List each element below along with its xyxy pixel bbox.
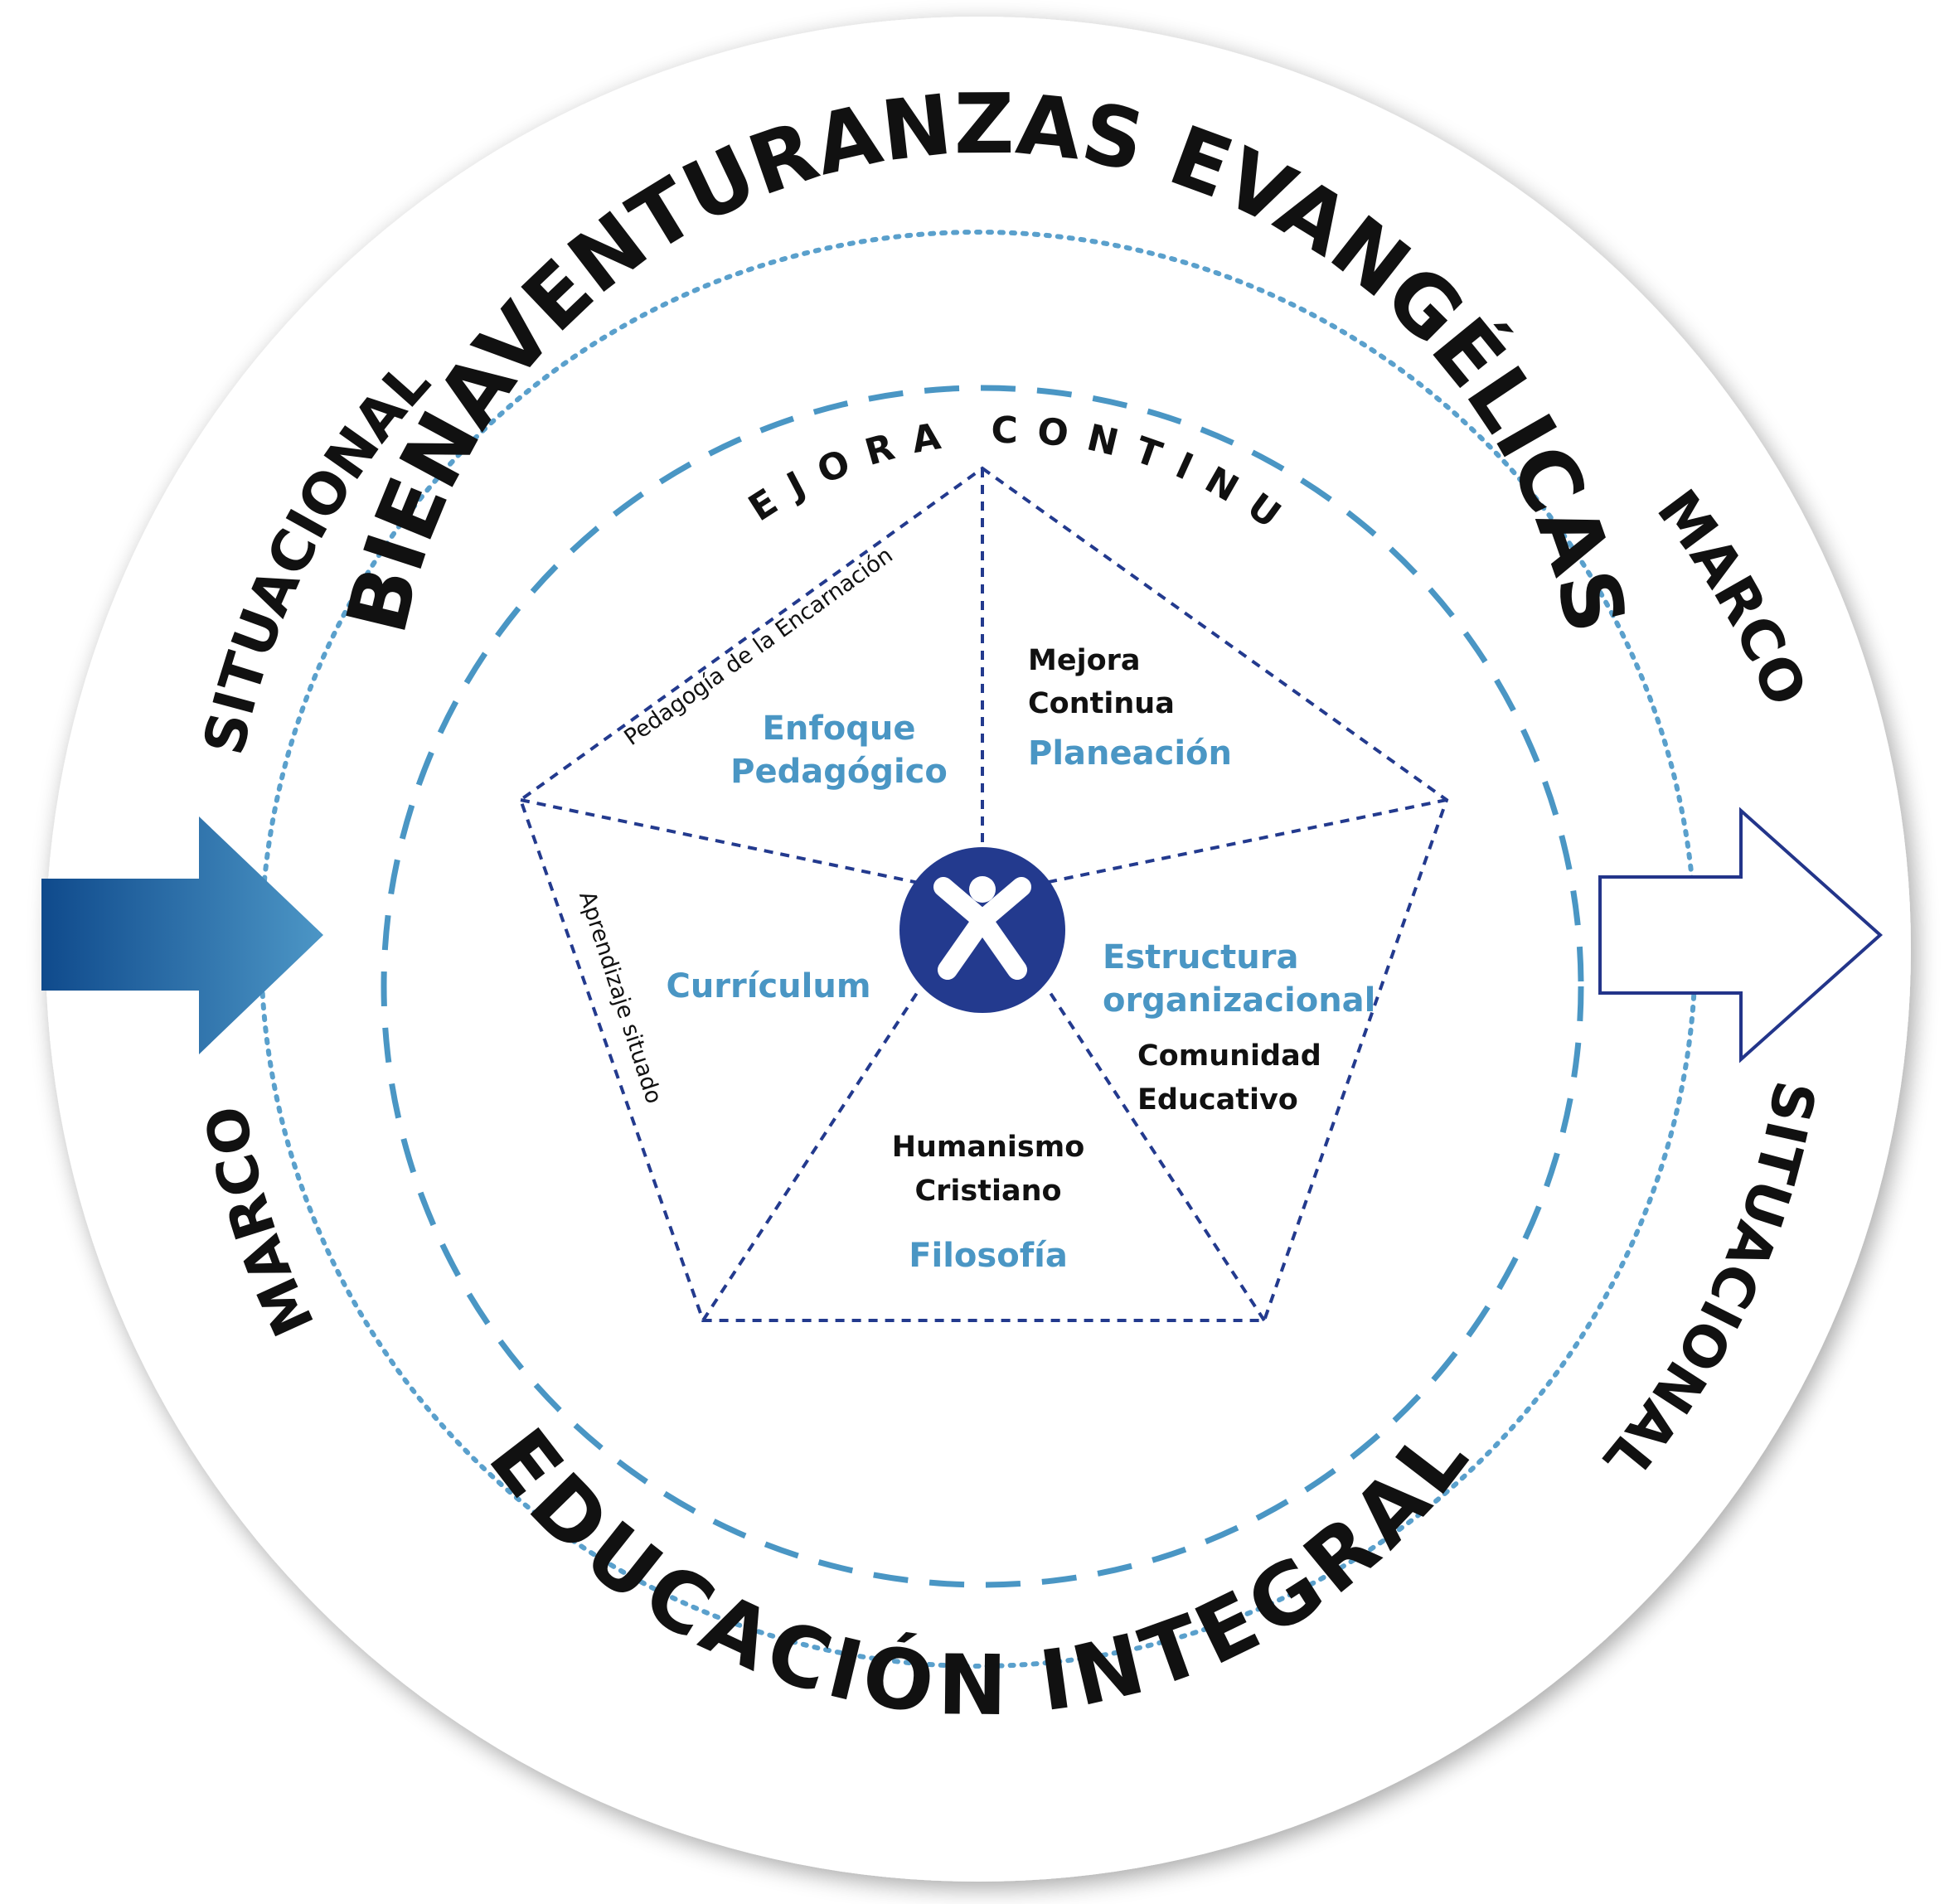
dashed-ring bbox=[381, 385, 1584, 1588]
pentagon bbox=[518, 466, 1449, 1322]
filosofia-title: Filosofía bbox=[909, 1237, 1068, 1275]
enfoque-title-2: Pedagógico bbox=[730, 753, 948, 791]
estructura-title-2: organizacional bbox=[1103, 981, 1375, 1020]
enfoque-title-1: Enfoque bbox=[763, 710, 916, 748]
planeacion-sub-2: Continua bbox=[1028, 687, 1175, 720]
estructura-sub-1: Comunidad bbox=[1137, 1039, 1321, 1073]
arrow-right-icon bbox=[41, 816, 323, 1054]
estructura-title-1: Estructura bbox=[1103, 938, 1298, 976]
spoke-right bbox=[1044, 798, 1447, 884]
planeacion-sub-1: Mejora bbox=[1028, 644, 1141, 677]
filosofia-sub-2: Cristiano bbox=[914, 1175, 1061, 1208]
spoke-left bbox=[520, 798, 919, 884]
spokes bbox=[520, 468, 1447, 1322]
estructura-sub-2: Educativo bbox=[1137, 1083, 1298, 1117]
planeacion-title: Planeación bbox=[1028, 734, 1232, 773]
person-arms-raised-icon bbox=[899, 847, 1065, 1013]
arrow-right-outline-icon bbox=[1598, 807, 1884, 1063]
filosofia-sub-1: Humanismo bbox=[892, 1131, 1085, 1164]
curriculum-title: Currículum bbox=[666, 967, 870, 1005]
